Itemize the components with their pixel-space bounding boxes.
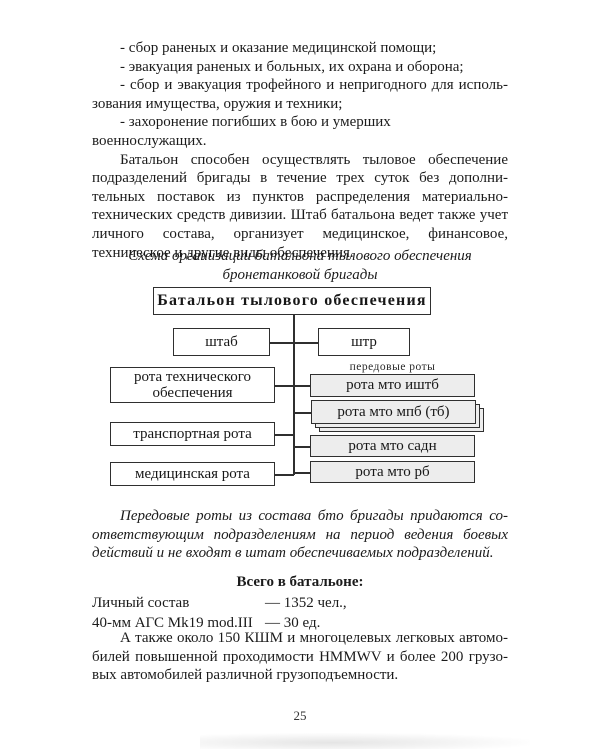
box-rota-tekh-obespecheniya: рота технического обеспечения [110, 367, 275, 403]
box-rota-mto-sadn: рота мто садн [310, 435, 475, 457]
note-line: Передовые роты из состава бто бригады пр… [120, 508, 508, 524]
body-line: Батальон способен осуществлять тыловое о… [120, 151, 508, 168]
totals-value: — 30 ед. [265, 614, 321, 631]
connector-line [275, 385, 310, 387]
scan-smudge-artifact [200, 733, 530, 749]
note-line: действий и не входят в штат обеспечиваем… [92, 545, 494, 562]
body-line: - сбор раненых и оказание медицинской по… [120, 40, 437, 56]
box-rota-mto-ishtb: рота мто иштб [310, 374, 475, 397]
totals-row: 40-мм АГС Mk19 mod.III — 30 ед. [92, 614, 508, 634]
note-line: ответствующим подразделениям на период в… [92, 526, 508, 543]
connector-line [294, 446, 310, 448]
body-line: технических средств дивизии. Штаб баталь… [92, 207, 508, 224]
caption-line: бронетанковой бригады [222, 266, 378, 283]
box-shtr: штр [318, 328, 410, 356]
stacked-boxes: рота мто мпб (тб) [311, 400, 484, 432]
box-shtab: штаб [173, 328, 270, 356]
totals-table: Личный состав — 1352 чел., 40-мм АГС Mk1… [92, 594, 508, 633]
connector-line [294, 472, 310, 474]
body-paragraphs: - сбор раненых и оказание медицинской по… [92, 39, 508, 262]
caption-line: Схема организации батальона тылового обе… [128, 248, 472, 264]
box-transportnaya-rota: транспортная рота [110, 422, 275, 446]
connector-line [275, 474, 294, 476]
org-chart-root-box: Батальон тылового обеспечения [153, 287, 431, 315]
box-rota-mto-rb: рота мто рб [310, 461, 475, 483]
totals-label: Личный состав [92, 595, 190, 611]
org-chart: Батальон тылового обеспечения штаб штр п… [0, 287, 600, 492]
body-line: подразделений бригады в течение трех сут… [92, 170, 508, 187]
connector-line [294, 412, 311, 414]
connector-line [270, 342, 318, 344]
forward-companies-label: передовые роты [349, 361, 436, 373]
totals-value: — 1352 чел., [265, 595, 347, 611]
outro-paragraph: А также около 150 КШМ и многоцелевых лег… [92, 629, 508, 685]
box-rota-mto-mpb-tb: рота мто мпб (тб) [311, 400, 476, 424]
totals-row: Личный состав — 1352 чел., [92, 594, 508, 614]
figure-caption: Схема организации батальона тылового обе… [92, 247, 508, 284]
totals-label: 40-мм АГС Mk19 mod.III [92, 614, 253, 631]
body-line: зования имущества, оружия и техники; [92, 95, 343, 112]
outro-line: А также около 150 КШМ и многоцелевых лег… [120, 630, 508, 646]
body-line: - эвакуация раненых и больных, их охрана… [120, 58, 464, 75]
totals-heading: Всего в батальоне: [236, 574, 364, 590]
note-paragraph: Передовые роты из состава бто бригады пр… [92, 507, 508, 563]
org-chart-trunk-line [293, 315, 295, 475]
box-meditsinskaya-rota: медицинская рота [110, 462, 275, 486]
page-number: 25 [293, 708, 307, 723]
outro-line: вых автомобилей различной грузоподъемнос… [92, 667, 399, 684]
body-line: - захоронение погибших в бою и умерших в… [92, 114, 391, 149]
body-line: личного состава, организует медицинское,… [92, 225, 508, 242]
outro-line: билей повышенной проходимости HMMWV и бо… [92, 648, 508, 665]
body-line: - сбор и эвакуация трофейного и непригод… [120, 77, 508, 94]
body-line: техническое и другие виды обеспечения. [92, 244, 354, 261]
body-line: тельных поставок из пунктов распределени… [92, 188, 508, 205]
connector-line [275, 434, 294, 436]
